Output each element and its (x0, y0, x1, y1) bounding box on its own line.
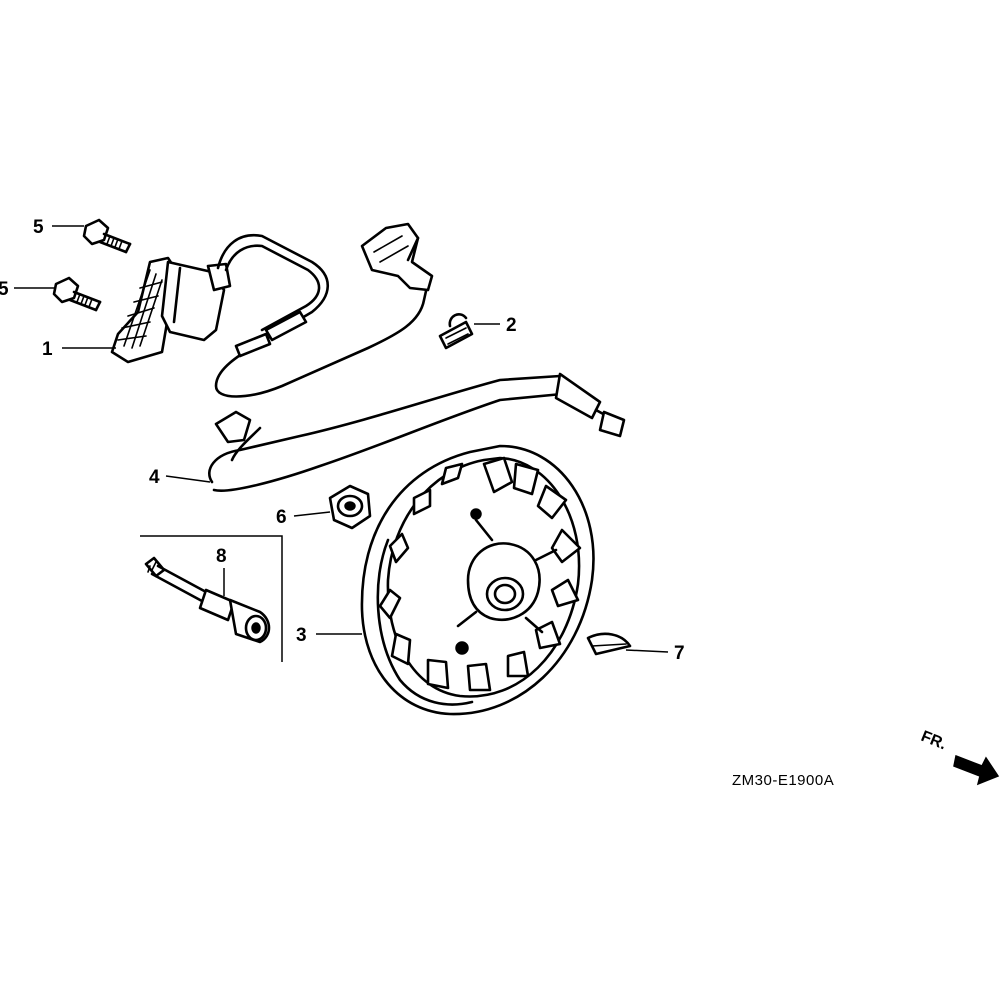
callout-1: 1 (42, 339, 53, 360)
ignition-cable (208, 233, 626, 492)
flywheel (360, 444, 595, 716)
leader-6 (293, 511, 331, 517)
leader-4 (165, 475, 211, 483)
callout-7: 7 (674, 643, 685, 664)
arrow-icon (953, 754, 1000, 786)
bolt-lower (52, 276, 102, 312)
shaft-bolt (144, 556, 271, 644)
bolt-upper (82, 218, 132, 254)
callout-6: 6 (276, 507, 287, 528)
ignition-coil (110, 256, 232, 364)
direction-label: FR. (919, 728, 949, 753)
flywheel-nut (328, 484, 372, 530)
woodruff-key (586, 632, 632, 656)
front-direction-indicator: FR. (919, 728, 1000, 786)
callout-5a: 5 (33, 217, 44, 238)
cable-clip (438, 313, 474, 350)
callout-4: 4 (149, 467, 160, 488)
callout-2: 2 (506, 315, 517, 336)
leader-7 (625, 649, 669, 653)
diagram-code: ZM30-E1900A (732, 772, 834, 789)
callout-5b: 5 (0, 279, 9, 300)
callout-8: 8 (216, 546, 227, 567)
spark-plug-cap (360, 222, 434, 292)
shaft-group-bracket (140, 535, 283, 662)
callout-3: 3 (296, 625, 307, 646)
